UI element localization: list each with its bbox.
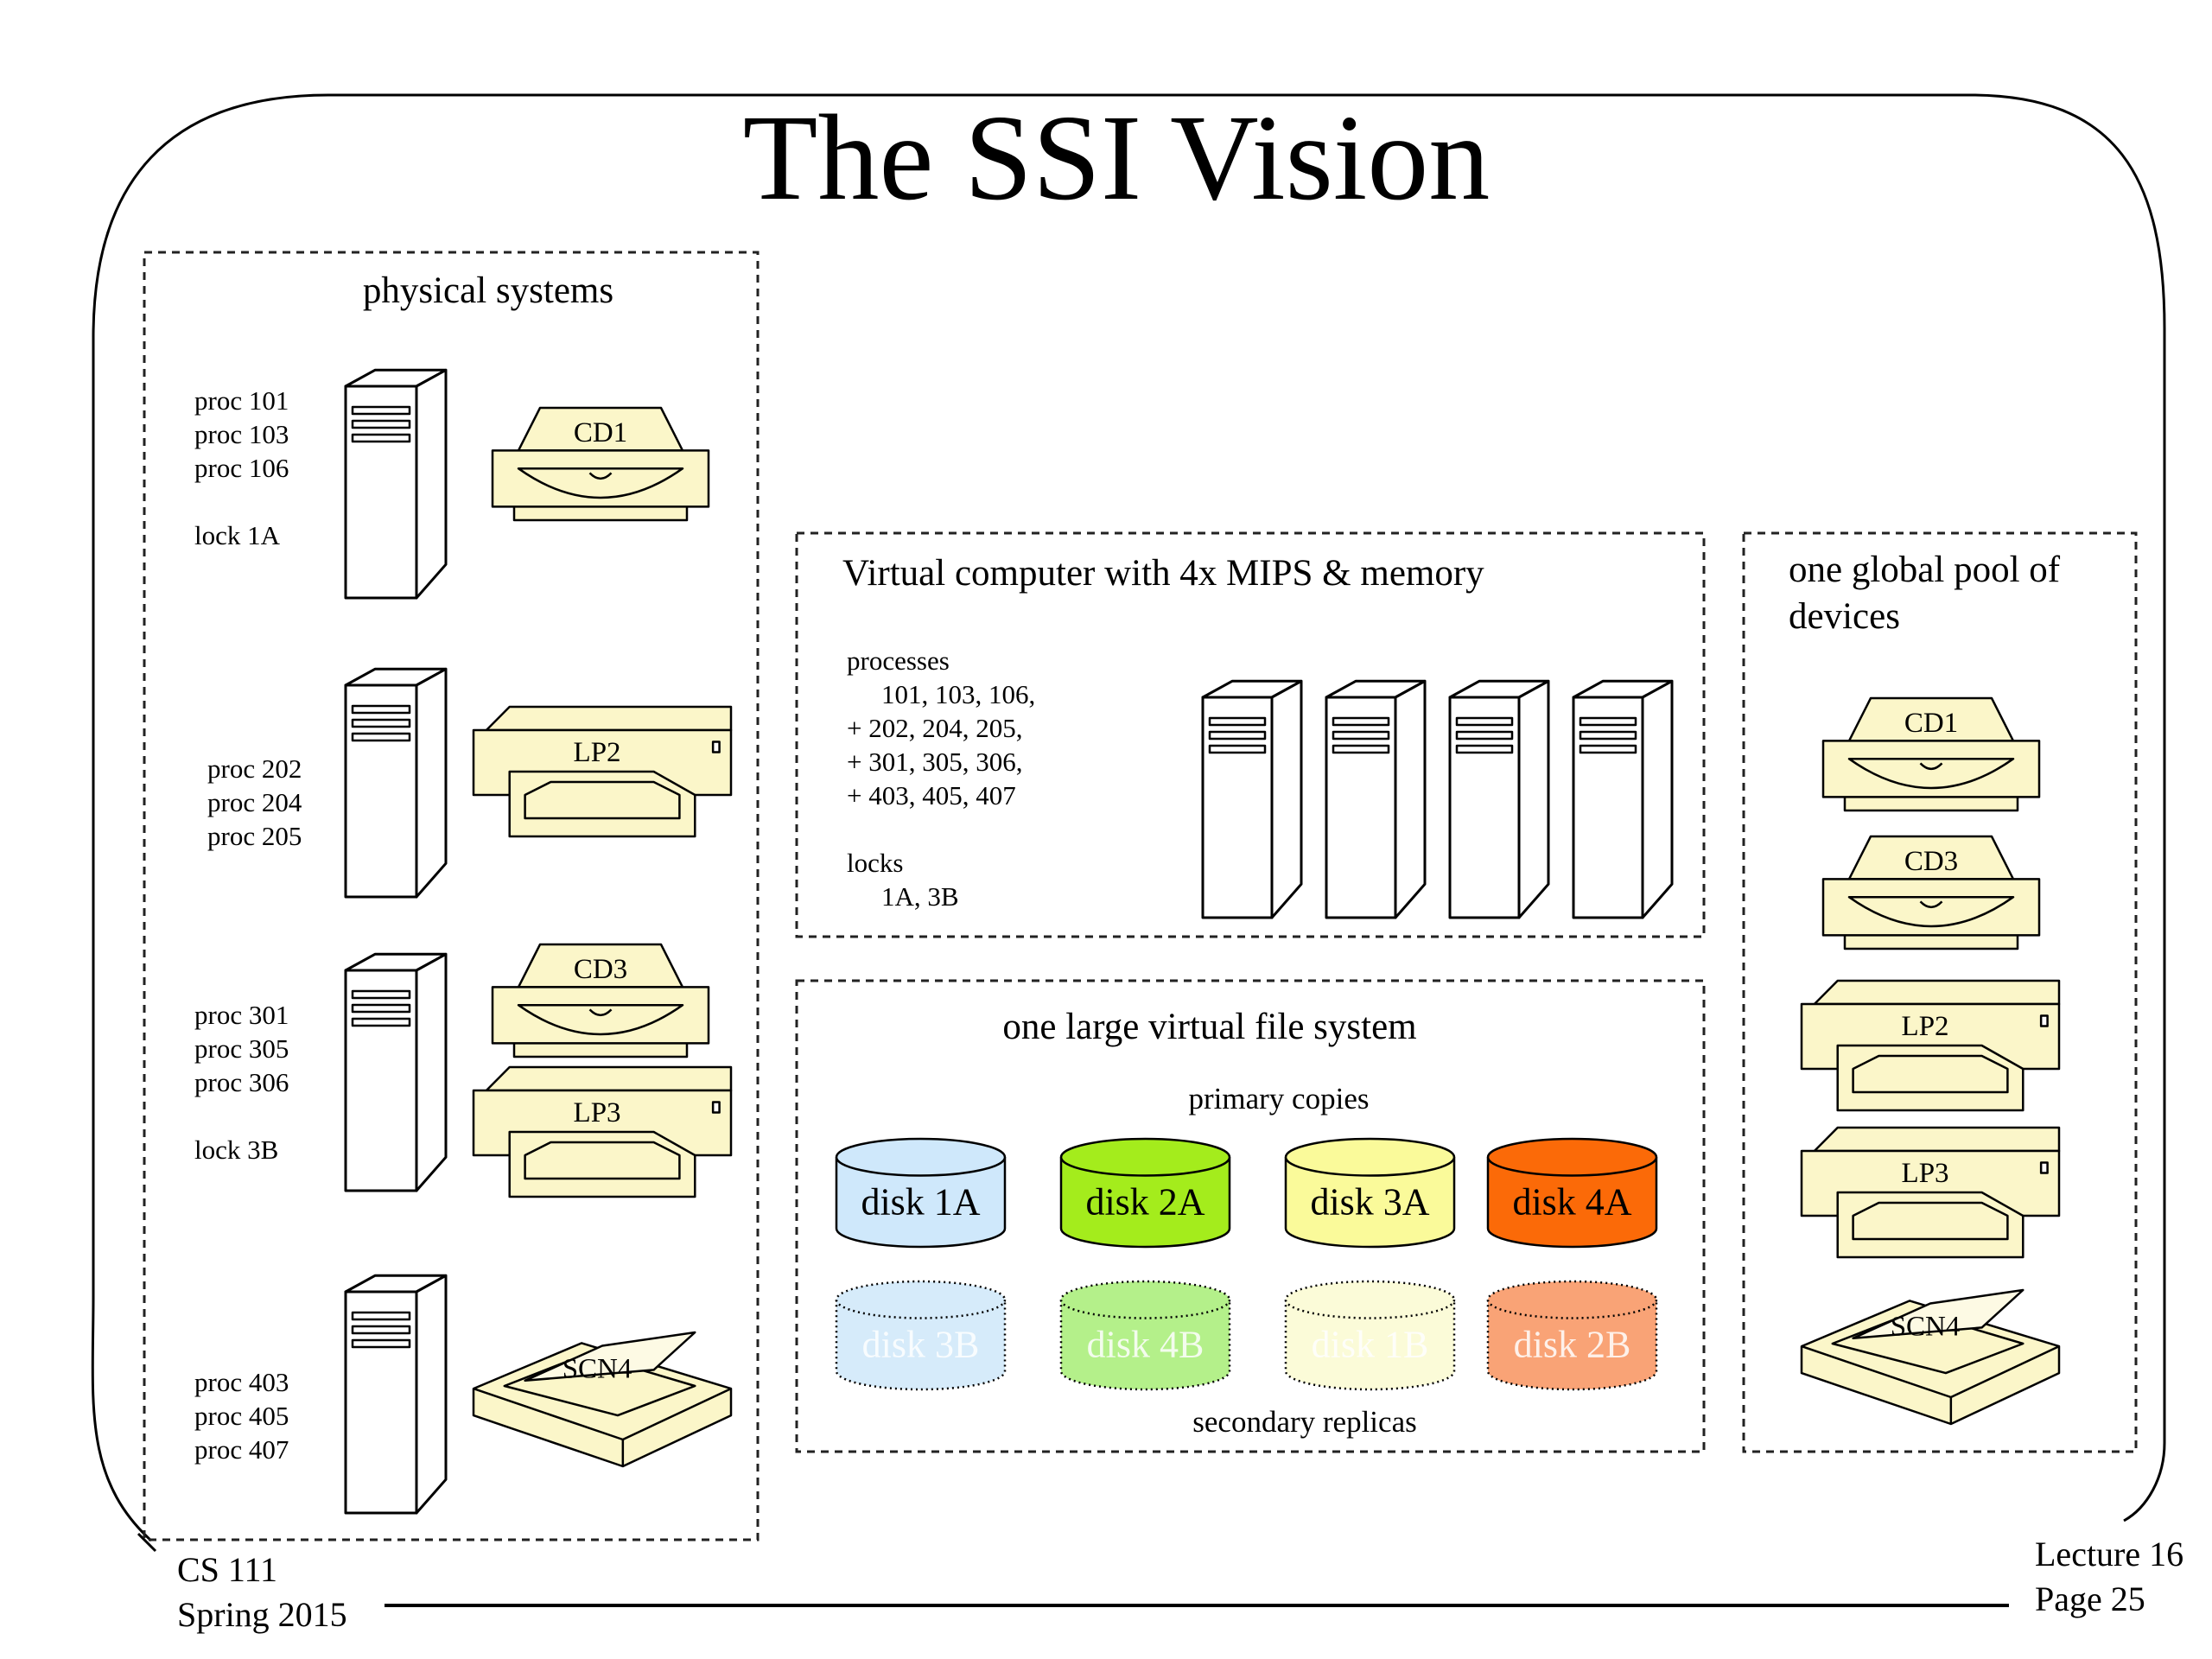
- file-system-heading: one large virtual file system: [1002, 1007, 1416, 1047]
- physical-system-4-scanner-label: SCN4: [563, 1354, 632, 1385]
- secondary-disk: [1284, 1280, 1456, 1391]
- device-pool-heading-line-2: devices: [1789, 596, 1900, 637]
- process-list-line: + 301, 305, 306,: [847, 747, 1022, 777]
- physical-system-1-line: lock 1A: [194, 520, 281, 550]
- physical-system-1-cd: [491, 406, 710, 522]
- primary-disk: [1284, 1137, 1456, 1249]
- primary-disk-label: disk 1A: [861, 1181, 980, 1224]
- physical-system-2-line: proc 205: [207, 821, 302, 851]
- physical-system-2-printer-label: LP2: [574, 737, 621, 768]
- file-system-panel: one large virtual file system primary co…: [795, 979, 1706, 1453]
- physical-systems-heading: physical systems: [363, 270, 613, 311]
- physical-system-4-tower: [344, 1274, 448, 1515]
- pool-scanner-label: SCN4: [1891, 1312, 1961, 1343]
- pool-printer-label: LP2: [1902, 1011, 1949, 1042]
- primary-disk: [835, 1137, 1007, 1249]
- virtual-computer-panel: Virtual computer with 4x MIPS & memory p…: [795, 531, 1706, 938]
- pool-scanner: [1800, 1288, 2061, 1426]
- secondary-disk: [1486, 1280, 1658, 1391]
- physical-system-1-tower: [344, 368, 448, 600]
- physical-system-3-printer-label: LP3: [574, 1097, 621, 1128]
- physical-system-2-printer: [472, 705, 733, 838]
- secondary-replicas-label: secondary replicas: [1192, 1405, 1416, 1439]
- physical-system-2-line: proc 204: [207, 787, 302, 817]
- virtual-computer-heading: Virtual computer with 4x MIPS & memory: [842, 553, 1484, 594]
- pool-cd-label: CD1: [1904, 708, 1958, 739]
- physical-system-3-line: proc 305: [194, 1033, 289, 1064]
- process-list-line: + 403, 405, 407: [847, 780, 1016, 810]
- device-pool-heading-line-1: one global pool of: [1789, 550, 2061, 590]
- primary-disk-label: disk 4A: [1512, 1181, 1631, 1224]
- physical-system-1-line: proc 106: [194, 453, 289, 483]
- physical-system-3-line: proc 301: [194, 1000, 289, 1030]
- process-list-line: locks: [847, 848, 903, 878]
- secondary-disk-label: disk 1B: [1312, 1324, 1429, 1366]
- primary-copies-label: primary copies: [1189, 1082, 1370, 1116]
- physical-system-1-line: proc 103: [194, 419, 289, 449]
- secondary-disk: [835, 1280, 1007, 1391]
- physical-system-2-tower: [344, 667, 448, 899]
- pool-printer: [1800, 1126, 2061, 1259]
- physical-system-3-tower: [344, 952, 448, 1192]
- physical-system-3-printer: [472, 1065, 733, 1198]
- virtual-tower: [1572, 679, 1674, 919]
- process-list-line: 1A, 3B: [881, 881, 959, 912]
- footer-course: CS 111: [177, 1550, 277, 1589]
- pool-printer-label: LP3: [1902, 1158, 1949, 1189]
- pool-cd-label: CD3: [1904, 846, 1958, 877]
- primary-disk: [1059, 1137, 1231, 1249]
- secondary-disk-label: disk 4B: [1087, 1324, 1205, 1366]
- physical-system-4-scanner: [472, 1331, 733, 1468]
- secondary-disk-label: disk 2B: [1514, 1324, 1631, 1366]
- process-list-line: + 202, 204, 205,: [847, 713, 1022, 743]
- pool-printer: [1800, 979, 2061, 1112]
- primary-disk: [1486, 1137, 1658, 1249]
- physical-system-4-line: proc 405: [194, 1401, 289, 1431]
- primary-disk-label: disk 3A: [1310, 1181, 1429, 1224]
- pool-cd: [1821, 835, 2041, 950]
- pool-cd: [1821, 696, 2041, 812]
- virtual-tower: [1201, 679, 1303, 919]
- process-list-line: 101, 103, 106,: [881, 679, 1035, 709]
- physical-system-3-line: lock 3B: [194, 1135, 278, 1165]
- footer-term: Spring 2015: [177, 1595, 347, 1634]
- physical-system-3-line: proc 306: [194, 1067, 289, 1097]
- process-list-line: processes: [847, 645, 950, 676]
- device-pool-panel: one global pool of devices CD1CD3LP2LP3S…: [1742, 531, 2138, 1453]
- secondary-disk-label: disk 3B: [862, 1324, 980, 1366]
- virtual-tower: [1325, 679, 1427, 919]
- physical-system-3-cd-label: CD3: [574, 954, 627, 985]
- physical-system-4-line: proc 407: [194, 1434, 289, 1465]
- physical-system-1-line: proc 101: [194, 385, 289, 416]
- secondary-disk: [1059, 1280, 1231, 1391]
- footer-page: Page 25: [2035, 1580, 2145, 1618]
- physical-system-3-cd: [491, 943, 710, 1058]
- slide-title: The SSI Vision: [743, 89, 1491, 226]
- physical-system-4-line: proc 403: [194, 1367, 289, 1397]
- virtual-tower: [1448, 679, 1550, 919]
- footer-lecture: Lecture 16: [2035, 1535, 2183, 1573]
- primary-disk-label: disk 2A: [1085, 1181, 1205, 1224]
- physical-system-1-cd-label: CD1: [574, 417, 627, 448]
- slide-frame: [91, 93, 2166, 1553]
- physical-system-2-line: proc 202: [207, 753, 302, 784]
